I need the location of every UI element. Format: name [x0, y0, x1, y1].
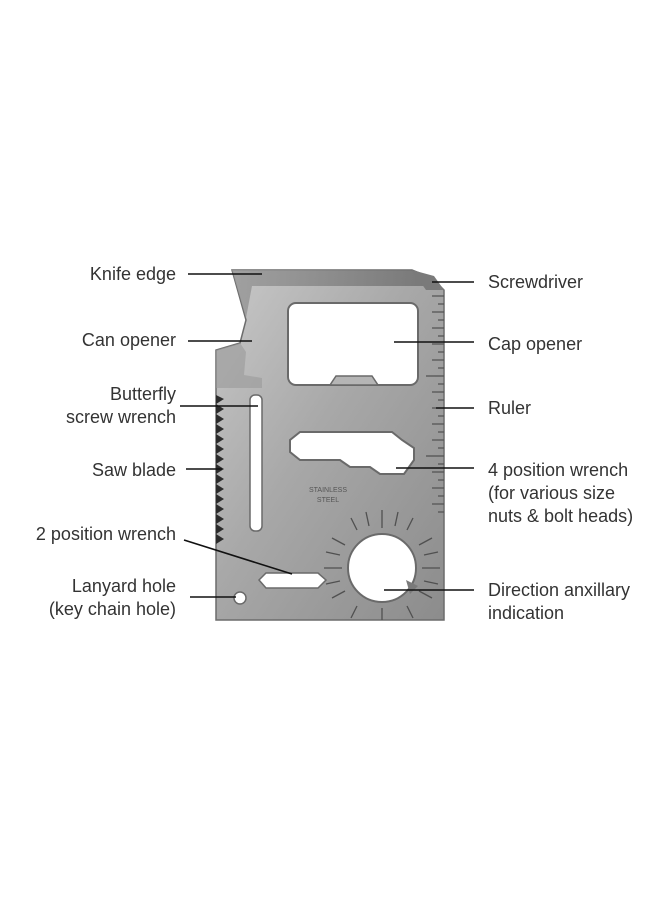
label-lanyard-hole: Lanyard hole (key chain hole) [48, 576, 176, 619]
two-position-wrench-slot [257, 572, 328, 589]
card-stamp-line-2: STEEL [317, 497, 339, 504]
direction-dial-hole [347, 533, 417, 603]
can-opener-notch [216, 343, 262, 388]
label-knife-edge: Knife edge [89, 264, 176, 284]
cap-opener-window [287, 302, 419, 386]
leader-lines [180, 273, 474, 598]
card-stamp-line-1: STAINLESS [309, 487, 347, 494]
label-ruler: Ruler [488, 398, 532, 418]
direction-dial-ticks [324, 510, 440, 620]
cap-opener-tab [328, 375, 380, 386]
screwdriver-tip [412, 270, 444, 290]
label-screwdriver: Screwdriver [488, 272, 584, 292]
label-direction-indication: Direction anxillary indication [488, 580, 631, 623]
lanyard-hole [233, 591, 247, 605]
label-saw-blade: Saw blade [91, 460, 176, 480]
ruler-ticks [426, 295, 444, 513]
label-can-opener: Can opener [81, 330, 176, 350]
butterfly-wrench-slot [249, 394, 263, 532]
knife-edge-bevel [232, 270, 432, 318]
label-four-position-wrench: 4 position wrench (for various size nuts… [488, 460, 634, 526]
label-cap-opener: Cap opener [488, 334, 583, 354]
label-two-position-wrench: 2 position wrench [35, 524, 176, 544]
four-position-wrench-cutout [289, 431, 415, 475]
label-butterfly-wrench: Butterfly screw wrench [65, 384, 176, 427]
leader-two-position-wrench [183, 539, 293, 575]
